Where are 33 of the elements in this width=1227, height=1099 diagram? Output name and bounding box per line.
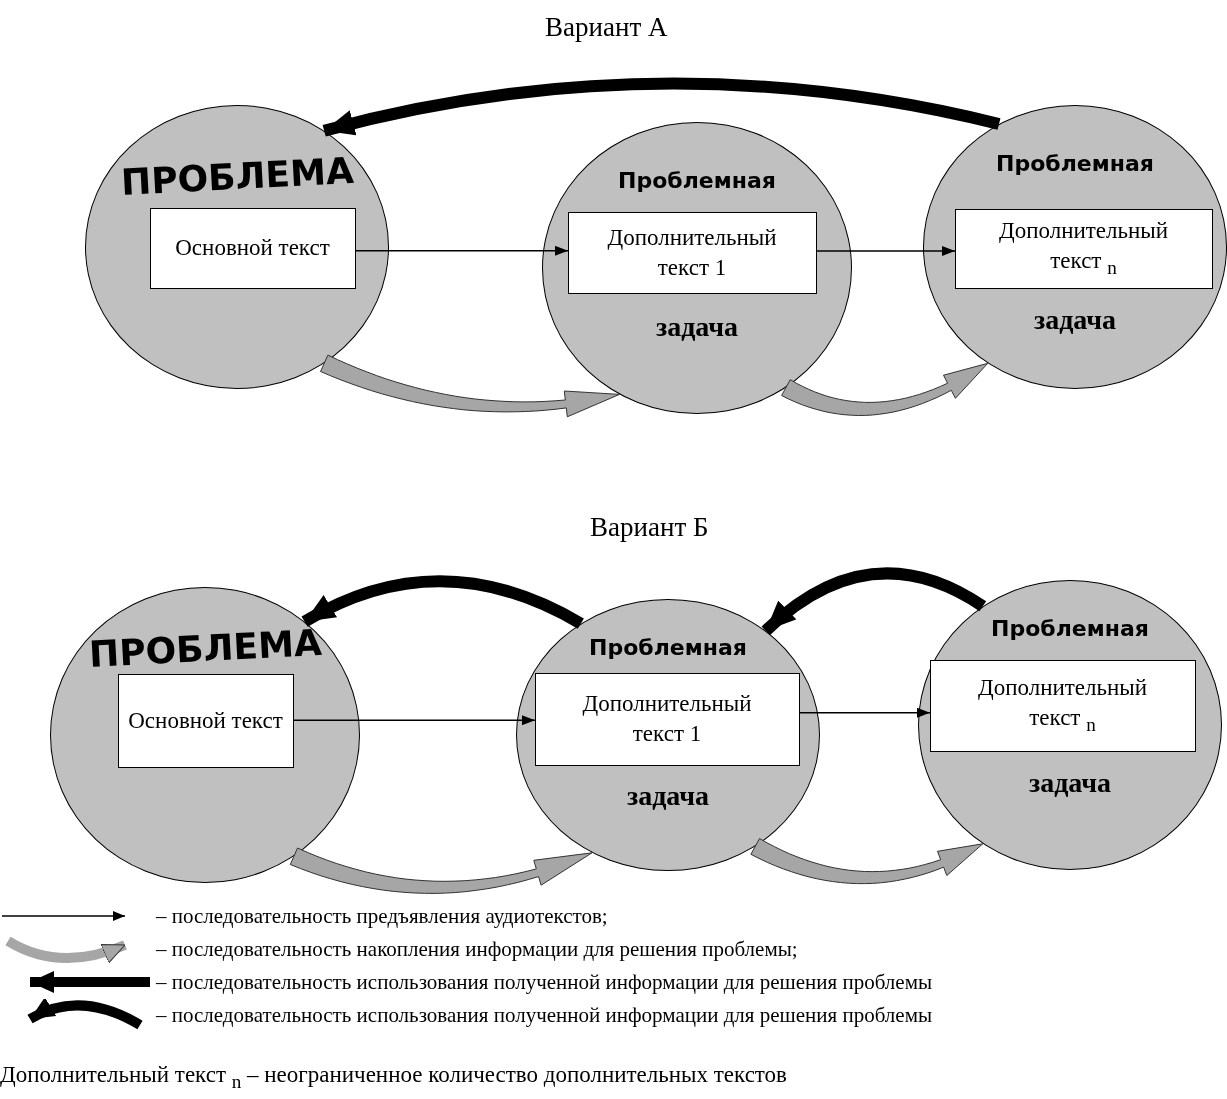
variant-title: Вариант А (545, 12, 668, 43)
text-box: Дополнительный текст $_{n}$ (929, 659, 1196, 752)
variant-title: Вариант Б (590, 512, 709, 543)
legend-text: – последовательность предъявления аудиотекстов; (156, 903, 608, 929)
circle-heading: ПРОБЛЕМА (119, 149, 355, 204)
circle-caption: задача (655, 311, 739, 343)
text-box: Дополнительный текст 1 (534, 672, 800, 766)
circle-heading: Проблемная (618, 168, 776, 193)
note-text: Дополнительный текст $_{n}$ – неограниченное количество дополнительных текстов (0, 1062, 787, 1093)
text-box: Основной текст (117, 673, 294, 768)
legend-text: – последовательность накопления информации для решения проблемы; (156, 936, 798, 962)
curved-arrow (761, 567, 986, 636)
text-box: Дополнительный текст 1 (567, 211, 817, 294)
arrow (750, 838, 984, 885)
circle-caption: задача (626, 780, 710, 812)
legend-text: – последовательность использования полученной информации для решения проблемы (156, 1002, 933, 1028)
circle-caption: задача (1028, 767, 1112, 799)
text-box: Дополнительный текст $_{n}$ (954, 208, 1213, 289)
circle-heading: Проблемная (996, 151, 1154, 176)
arrow (293, 715, 536, 726)
arrow (816, 246, 956, 256)
circle-heading: ПРОБЛЕМА (87, 621, 323, 676)
circle-heading: Проблемная (991, 616, 1149, 641)
curved-arrow (322, 77, 1001, 137)
arrow (799, 707, 931, 718)
circle-caption: задача (1033, 304, 1117, 336)
arrow (355, 245, 569, 256)
legend-text: – последовательность использования полученной информации для решения проблемы (156, 969, 933, 995)
circle-heading: Проблемная (589, 635, 747, 660)
arrow (289, 847, 593, 894)
curved-arrow (301, 575, 584, 629)
arrow (320, 354, 620, 418)
text-box: Основной текст (149, 207, 356, 289)
